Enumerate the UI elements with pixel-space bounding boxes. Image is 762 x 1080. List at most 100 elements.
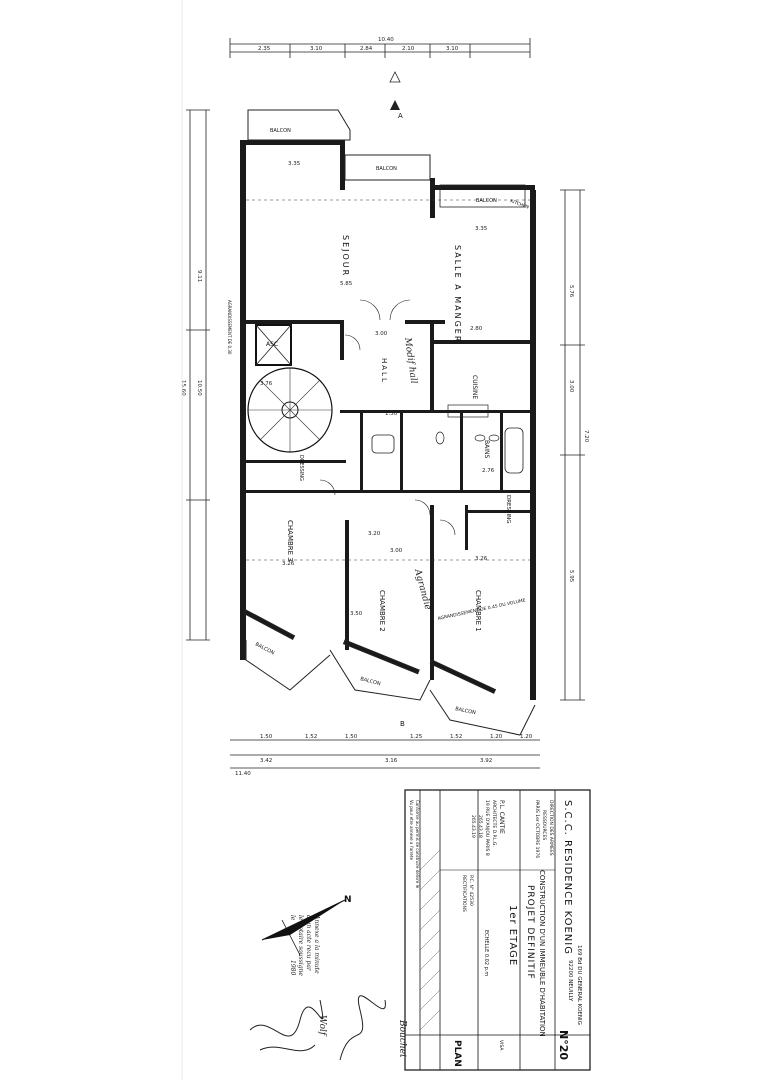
dim-right-2: 7.20 <box>583 430 589 443</box>
room-dressing: DRESSING <box>505 495 511 524</box>
sink-1 <box>474 434 486 442</box>
kitchen-counter <box>447 404 489 418</box>
balcon-bottom-left: BALCON <box>254 641 275 656</box>
dim-left-2: 10.50 <box>196 380 202 396</box>
dim-bottom-3: 1.50 <box>345 734 358 740</box>
title-visa: VISA <box>498 1040 504 1051</box>
dim-bottom-row2-2: 3.16 <box>385 758 398 764</box>
title-floor: 1er ETAGE <box>507 905 518 966</box>
bathtub-1 <box>371 434 395 454</box>
dim-inner-4: 3.35 <box>475 226 488 232</box>
toilet <box>435 431 445 445</box>
title-block: S.C.C. RESIDENCE KOENIG 169 Bd DU GENERA… <box>404 789 591 1071</box>
right-dimensions: 5.76 7.20 3.00 5.95 <box>560 189 589 701</box>
title-scale: ECHELLE 0.02 p.m <box>483 930 489 976</box>
room-dressing-small: DRESSING <box>298 455 304 481</box>
dim-bottom-4: 1.25 <box>410 734 423 740</box>
title-sheet: PLAN <box>452 1040 462 1067</box>
dim-inner-13: 3.50 <box>350 611 363 617</box>
section-a-label: A <box>398 112 403 120</box>
dim-top-4: 2.10 <box>402 46 415 52</box>
dim-top-1: 2.35 <box>258 46 271 52</box>
notary-line-4: le <box>289 915 296 921</box>
dim-top-3: 2.84 <box>360 46 373 52</box>
bathtub-2 <box>504 427 524 474</box>
title-architect-title: ARCHITECTE D.P.L.G. <box>491 800 497 847</box>
notary-line-1: Annexe a la minute <box>313 914 320 974</box>
interior-walls <box>246 320 536 680</box>
section-b-label: B <box>400 720 405 728</box>
room-bains: BAINS <box>483 440 490 458</box>
title-company: S.C.C. RESIDENCE KOENIG <box>562 800 573 955</box>
dim-left-3: 15.60 <box>180 380 186 396</box>
title-contractor: DIRECTION DES ARMEES <box>548 800 554 856</box>
dim-inner-10: 1.50 <box>385 411 398 417</box>
title-address-1: 169 Bd DU GENERAL KOENIG <box>576 945 582 1025</box>
axis-lines <box>246 199 530 561</box>
title-footer-note-2: Vu pour etre annexe a l'arrete <box>409 800 414 860</box>
room-cuisine: CUISINE <box>471 375 478 399</box>
balcon-top-left: BALCON <box>270 128 291 134</box>
dim-inner-1: 3.35 <box>288 161 301 167</box>
sink-2 <box>488 434 500 442</box>
top-dimensions: 2.35 3.10 2.84 2.10 3.10 10.40 <box>229 37 531 58</box>
title-footer-note: Conforme au permis de construire delivre… <box>415 800 420 889</box>
door-swings <box>319 299 456 536</box>
dim-bottom-2: 1.52 <box>305 734 317 740</box>
balcon-bottom-right: BALCON <box>455 706 477 716</box>
balcon-top-right: BALCON <box>476 198 497 204</box>
title-architect: P.L. CANTIE <box>498 800 505 834</box>
dim-inner-6: 3.26 <box>475 556 488 562</box>
title-architect-phone2: 265.43.19 <box>470 815 476 838</box>
north-arrow: N <box>261 895 352 956</box>
dim-bottom-row2-1: 3.42 <box>260 758 272 764</box>
dim-inner-3: 3.00 <box>375 331 388 337</box>
elevator-note: AGRANDISSEMENT DE 0.30 <box>227 300 232 355</box>
title-number: N°20 <box>557 1030 570 1060</box>
dim-right-4: 5.95 <box>568 570 574 583</box>
balcon-top-mid: BALCON <box>376 166 397 172</box>
dim-bottom-total: 11.40 <box>235 771 251 777</box>
dim-top-total: 10.40 <box>378 37 394 43</box>
notary-line-5: 1980 <box>289 960 296 975</box>
room-chambre1: CHAMBRE 1 <box>474 590 482 632</box>
title-permit: P.C. N° 42530 <box>468 875 474 906</box>
signature-2: Wolf <box>317 1015 327 1037</box>
kitchen-note: KITCHEN <box>509 198 529 210</box>
room-hall: HALL <box>380 358 388 384</box>
dim-top-5: 3.10 <box>446 46 459 52</box>
bottom-balconies <box>243 609 536 736</box>
dim-inner-11: 3.00 <box>390 548 403 554</box>
section-a-marker: A <box>389 71 403 120</box>
exterior-walls <box>240 109 536 700</box>
title-address-2: 92200 NEUILLY <box>567 960 573 1002</box>
north-label: N <box>344 895 352 905</box>
dim-inner-5: 2.76 <box>482 468 495 474</box>
dim-left-1: 9.11 <box>196 270 202 282</box>
signatures: Bouchet Wolf <box>249 995 407 1061</box>
asc-label: ASC <box>266 341 278 348</box>
room-salle-a-manger: SALLE A MANGER <box>453 245 462 343</box>
room-chambre3: CHAMBRE 3 <box>286 520 294 562</box>
dim-inner-9: 2.80 <box>470 326 483 332</box>
dim-right-1: 5.76 <box>568 285 574 298</box>
dim-bottom-7: 1.20 <box>520 734 533 740</box>
notary-line-2: d'un acte recu par <box>305 915 312 972</box>
dim-bottom-5: 1.52 <box>450 734 462 740</box>
notary-line-3: le notaire soussigne <box>297 915 304 976</box>
title-phase: PROJET DEFINITIF <box>525 885 535 980</box>
dim-bottom-6: 1.20 <box>490 734 503 740</box>
dim-bottom-row2-3: 3.92 <box>480 758 492 764</box>
bathroom-fixtures <box>371 404 524 474</box>
bottom-dimensions: 1.50 1.52 1.50 1.25 1.52 1.20 1.20 3.42 … <box>230 720 540 777</box>
title-architect-phone1: 265.43.18 <box>477 815 483 838</box>
left-dimensions: 9.11 10.50 15.60 <box>180 109 210 641</box>
handwritten-hall-note: Modif hall <box>402 336 419 384</box>
stair-core: ASC <box>247 324 333 453</box>
inner-dimensions: 3.35 5.85 3.00 3.35 2.76 3.26 3.26 3.20 … <box>260 161 495 617</box>
dim-bottom-1: 1.50 <box>260 734 273 740</box>
balcon-bottom-mid: BALCON <box>359 676 381 687</box>
room-sejour: SEJOUR <box>341 235 350 277</box>
dim-inner-12: 3.76 <box>260 381 273 387</box>
